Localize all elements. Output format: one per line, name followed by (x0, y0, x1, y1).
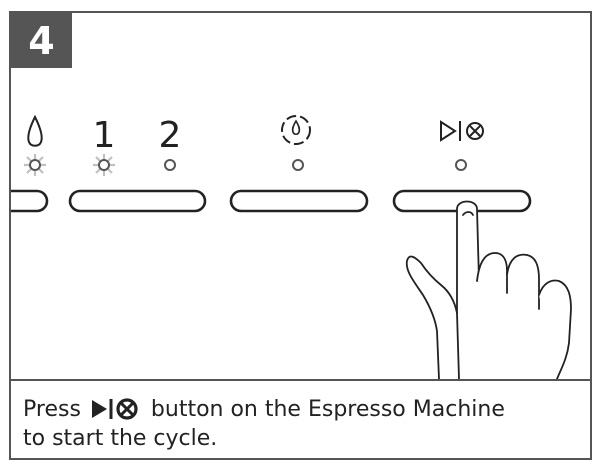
caption-text-before: Press (23, 397, 81, 422)
instruction-caption: Press button on the Espresso Machine to … (23, 395, 578, 453)
descale-icon (281, 115, 311, 145)
water-led (24, 154, 46, 176)
instruction-card: 4 1 2 (9, 11, 592, 460)
play-stop-icon (440, 120, 484, 142)
control-panel-illustration: 1 2 (11, 114, 572, 379)
start-stop-led (455, 159, 467, 171)
one-two-cup-button[interactable] (68, 189, 207, 213)
one-cup-led (93, 154, 115, 176)
two-cup-label: 2 (159, 115, 182, 156)
descale-led (292, 159, 304, 171)
caption-text-after: button on the Espresso Machine (150, 397, 505, 422)
one-cup-label: 1 (93, 115, 116, 156)
caption-line-2: to start the cycle. (23, 426, 218, 451)
caption-divider (11, 379, 590, 381)
step-number-badge: 4 (11, 13, 72, 68)
descale-button[interactable] (229, 189, 369, 213)
water-drop-icon (27, 114, 43, 147)
water-button[interactable] (11, 189, 49, 213)
play-stop-icon (91, 398, 138, 420)
pressing-hand-illustration (405, 200, 572, 379)
two-cup-led (164, 159, 176, 171)
